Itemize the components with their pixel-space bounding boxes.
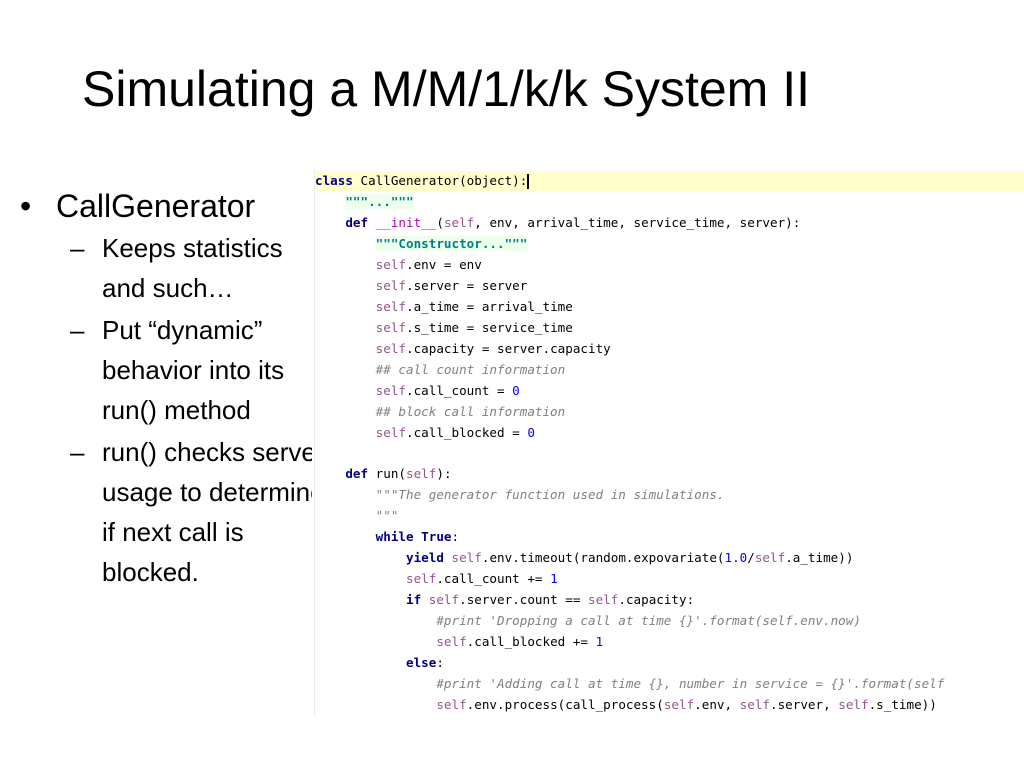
code-line-1: class CallGenerator(object): [315,171,1024,191]
code-line-11: self.call_count = 0 [375,383,520,398]
code-line-19: self.call_count += 1 [406,571,558,586]
code-line-25: self.env.process(call_process(self.env, … [436,697,937,712]
code-line-7: self.a_time = arrival_time [375,299,573,314]
sub-bullet-text: Keeps statistics and such… [102,233,283,303]
code-line-5: self.env = env [375,257,482,272]
sub-bullet-run-checks: – run() checks server usage to determine… [20,432,330,592]
code-line-3: def __init__(self, env, arrival_time, se… [345,215,801,230]
dash-icon: – [70,233,85,263]
code-screenshot: class CallGenerator(object): """...""" d… [312,170,1024,715]
code-gutter [314,170,315,715]
code-line-8: self.s_time = service_time [375,320,573,335]
sub-bullet-text: run() checks server usage to determine i… [102,437,325,587]
code-line-9: self.capacity = server.capacity [375,341,611,356]
code-line-15: """The generator function used in simula… [375,487,725,502]
bullet-text: CallGenerator [56,188,256,224]
code-line-22: self.call_blocked += 1 [436,634,604,649]
text-cursor [527,174,530,189]
code-line-23: else: [406,655,444,670]
code-line-17: while True: [375,529,460,544]
code-line-4: """Constructor...""" [375,236,528,251]
sub-bullet-dynamic-behavior: – Put “dynamic” behavior into its run() … [20,310,330,430]
code-line-10: ## call count information [375,362,566,377]
code-line-18: yield self.env.timeout(random.expovariat… [406,550,854,565]
code-line-2: """...""" [345,194,414,209]
dash-icon: – [70,437,85,467]
bullet-dot-icon: • [20,188,32,224]
bullet-callgenerator: • CallGenerator [20,186,330,226]
sub-bullet-text: Put “dynamic” behavior into its run() me… [102,315,285,425]
code-line-12: ## block call information [375,404,566,419]
code-line-20: if self.server.count == self.capacity: [406,592,695,607]
code-line-6: self.server = server [375,278,528,293]
code-line-24: #print 'Adding call at time {}, number i… [436,676,945,691]
code-line-14: def run(self): [345,466,452,481]
sub-bullet-statistics: – Keeps statistics and such… [20,228,330,308]
bullet-list: • CallGenerator – Keeps statistics and s… [20,186,330,592]
slide-title: Simulating a M/M/1/k/k System II [82,61,810,117]
dash-icon: – [70,315,85,345]
code-line-21: #print 'Dropping a call at time {}'.form… [436,613,861,628]
code-line-13: self.call_blocked = 0 [375,425,535,440]
code-line-16: """ [375,508,399,523]
